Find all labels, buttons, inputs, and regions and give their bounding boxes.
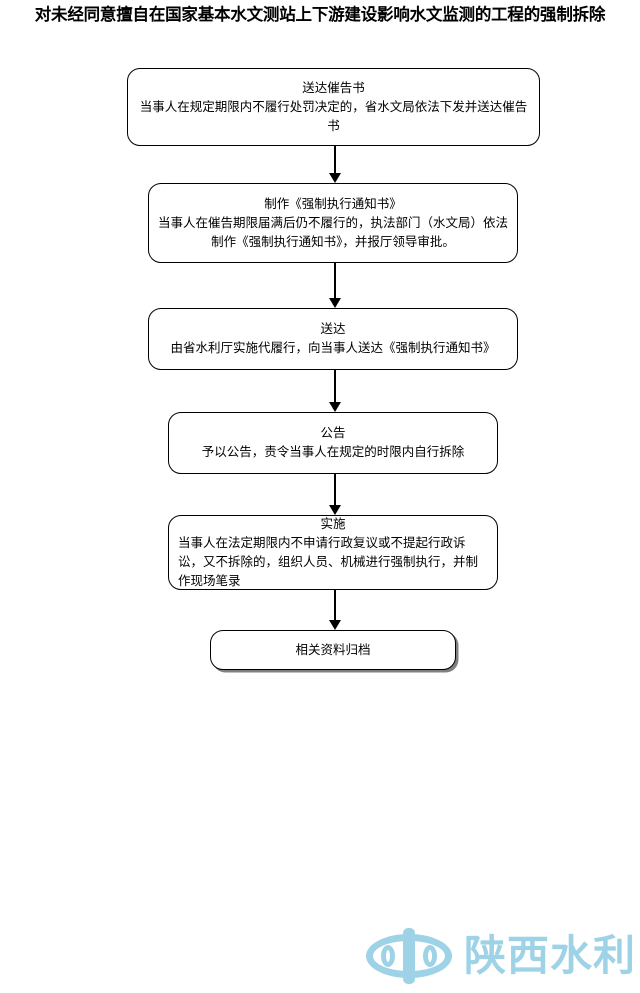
flowchart: 送达催告书 当事人在规定期限内不履行处罚决定的，省水文局依法下发并送达催告书 制…	[127, 68, 540, 670]
flow-node-body: 由省水利厅实施代履行，向当事人送达《强制执行通知书》	[170, 341, 496, 355]
flow-connector-2	[334, 263, 336, 298]
page-title: 对未经同意擅自在国家基本水文测站上下游建设影响水文监测的工程的强制拆除	[34, 5, 606, 24]
flow-node-title: 送达催告书	[302, 80, 365, 95]
flow-connector-1	[334, 146, 336, 173]
flow-node-gong-gao[interactable]: 公告 予以公告，责令当事人在规定的时限内自行拆除	[168, 412, 498, 474]
emblem-center-bar	[403, 928, 415, 984]
flow-node-body: 当事人在法定期限内不申请行政复议或不提起行政诉讼，又不拆除的，组织人员、机械进行…	[178, 535, 479, 588]
arrow-down-icon	[329, 173, 341, 183]
flow-node-title: 送达	[320, 322, 346, 336]
flow-node-body: 予以公告，责令当事人在规定的时限内自行拆除	[201, 445, 465, 459]
flow-node-title: 公告	[320, 426, 346, 440]
flow-node-song-da-cui-gao-shu[interactable]: 送达催告书 当事人在规定期限内不履行处罚决定的，省水文局依法下发并送达催告书	[127, 68, 540, 146]
emblem-right-eye	[423, 945, 437, 967]
flow-node-zi-liao-gui-dang[interactable]: 相关资料归档	[210, 630, 456, 670]
arrow-down-icon	[329, 298, 341, 308]
emblem-left-eye	[381, 945, 395, 967]
flow-connector-3	[334, 370, 336, 402]
flow-node-title: 制作《强制执行通知书》	[264, 196, 402, 211]
shaanxi-water-emblem-icon	[366, 928, 452, 984]
flow-node-song-da[interactable]: 送达 由省水利厅实施代履行，向当事人送达《强制执行通知书》	[148, 308, 518, 370]
flow-node-body: 当事人在规定期限内不履行处罚决定的，省水文局依法下发并送达催告书	[139, 99, 528, 133]
flow-connector-4	[334, 474, 336, 505]
flow-connector-5	[334, 590, 336, 620]
arrow-down-icon	[329, 402, 341, 412]
logo-text: 陕西水利	[464, 931, 637, 980]
flow-node-shi-shi[interactable]: 实施 当事人在法定期限内不申请行政复议或不提起行政诉讼，又不拆除的，组织人员、机…	[168, 515, 498, 590]
watermark-logo: 陕西水利	[366, 925, 637, 987]
arrow-down-icon	[329, 620, 341, 630]
flow-node-body: 当事人在催告期限届满后仍不履行的，执法部门（水文局）依法制作《强制执行通知书》，…	[158, 215, 509, 249]
flow-node-zhi-zuo-tong-zhi-shu[interactable]: 制作《强制执行通知书》 当事人在催告期限届满后仍不履行的，执法部门（水文局）依法…	[148, 183, 518, 263]
arrow-down-icon	[329, 505, 341, 515]
flow-node-body: 相关资料归档	[295, 642, 371, 657]
flow-node-title: 实施	[320, 516, 346, 531]
